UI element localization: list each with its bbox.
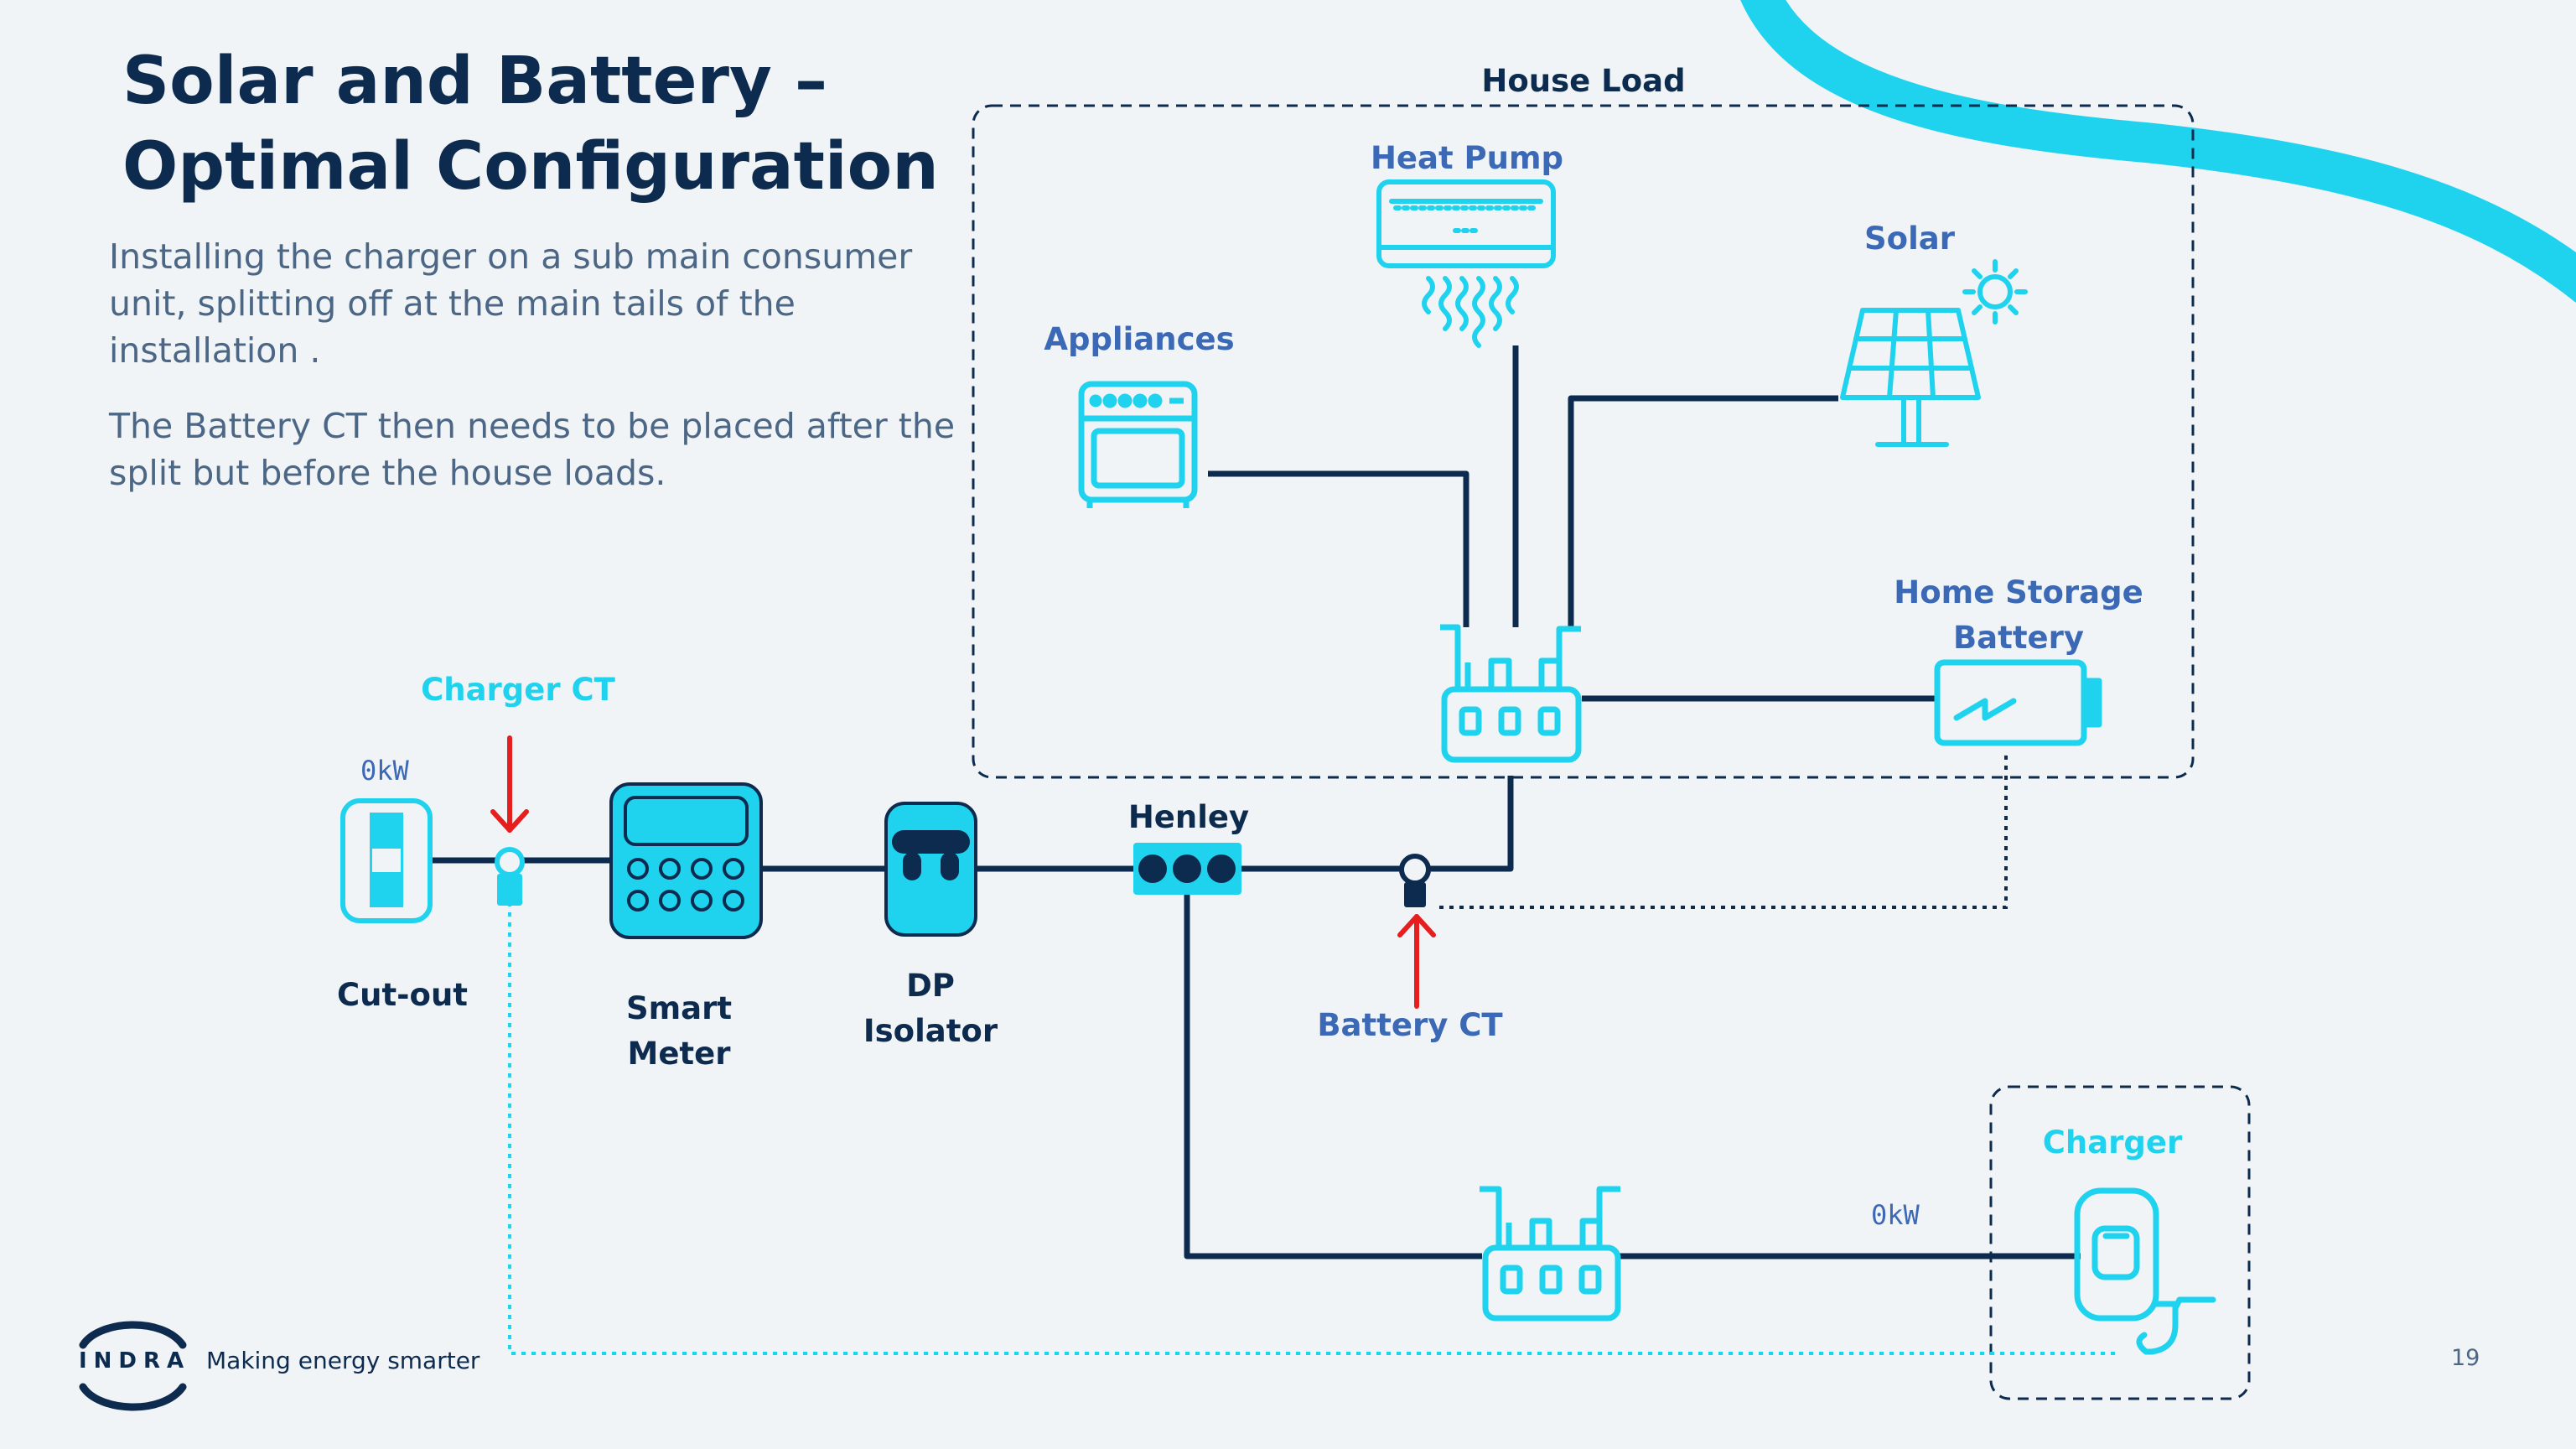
heat-pump-icon (1376, 179, 1556, 348)
description-paragraph-1: Installing the charger on a sub main con… (109, 236, 913, 371)
indra-logo-icon (79, 1321, 187, 1411)
cut-out-label: Cut-out (337, 977, 468, 1013)
charger-ct-signal-line (508, 902, 2117, 1355)
page-number: 19 (2451, 1345, 2480, 1371)
house-consumer-unit-icon (1440, 624, 1582, 763)
battery-ct-signal-line (1439, 750, 2008, 909)
solar-label: Solar (1864, 221, 1955, 257)
home-storage-battery-label: Home Storage Battery (1894, 574, 2143, 656)
charger-consumer-unit-icon (1480, 1186, 1621, 1322)
title-line-2: Optimal Configuration (122, 129, 939, 205)
charger-box (1989, 1085, 2251, 1400)
battery-ct-clamp-icon (1399, 854, 1431, 907)
main-wiring (429, 345, 2081, 1259)
appliances-oven-icon (1078, 381, 1198, 508)
slide-title: Solar and Battery – Optimal Configuratio… (122, 39, 939, 210)
decorative-swoosh (1740, 0, 2576, 303)
indra-logo-text: INDRA (79, 1348, 191, 1374)
charger-ct-reading: 0kW (360, 755, 409, 787)
house-load-label: House Load (1481, 63, 1686, 99)
battery-ct-arrow (1397, 914, 1436, 1009)
brand-tagline: Making energy smarter (206, 1347, 480, 1374)
description-paragraph-2: The Battery CT then needs to be placed a… (109, 406, 956, 493)
smart-meter-label: Smart Meter (625, 990, 733, 1072)
ev-charger-icon (2074, 1187, 2216, 1355)
henley-label: Henley (1127, 799, 1250, 835)
heat-pump-label: Heat Pump (1370, 140, 1564, 176)
dp-isolator-label: DP Isolator (863, 968, 998, 1049)
henley-block-icon (1133, 843, 1241, 895)
charger-ct-arrow (490, 735, 529, 833)
charger-label: Charger (2042, 1124, 2183, 1161)
appliances-label: Appliances (1044, 321, 1235, 357)
battery-ct-label: Battery CT (1317, 1007, 1503, 1043)
title-line-1: Solar and Battery – (122, 44, 827, 119)
smart-meter-icon (609, 782, 763, 939)
home-storage-battery-icon (1934, 659, 2102, 746)
solar-panel-icon (1840, 259, 2028, 447)
charger-reading: 0kW (1871, 1199, 1920, 1231)
charger-ct-clamp-icon (495, 847, 525, 906)
charger-ct-label: Charger CT (421, 672, 615, 708)
cut-out-icon (340, 798, 433, 923)
house-load-box (972, 104, 2195, 779)
dp-isolator-icon (884, 802, 977, 937)
